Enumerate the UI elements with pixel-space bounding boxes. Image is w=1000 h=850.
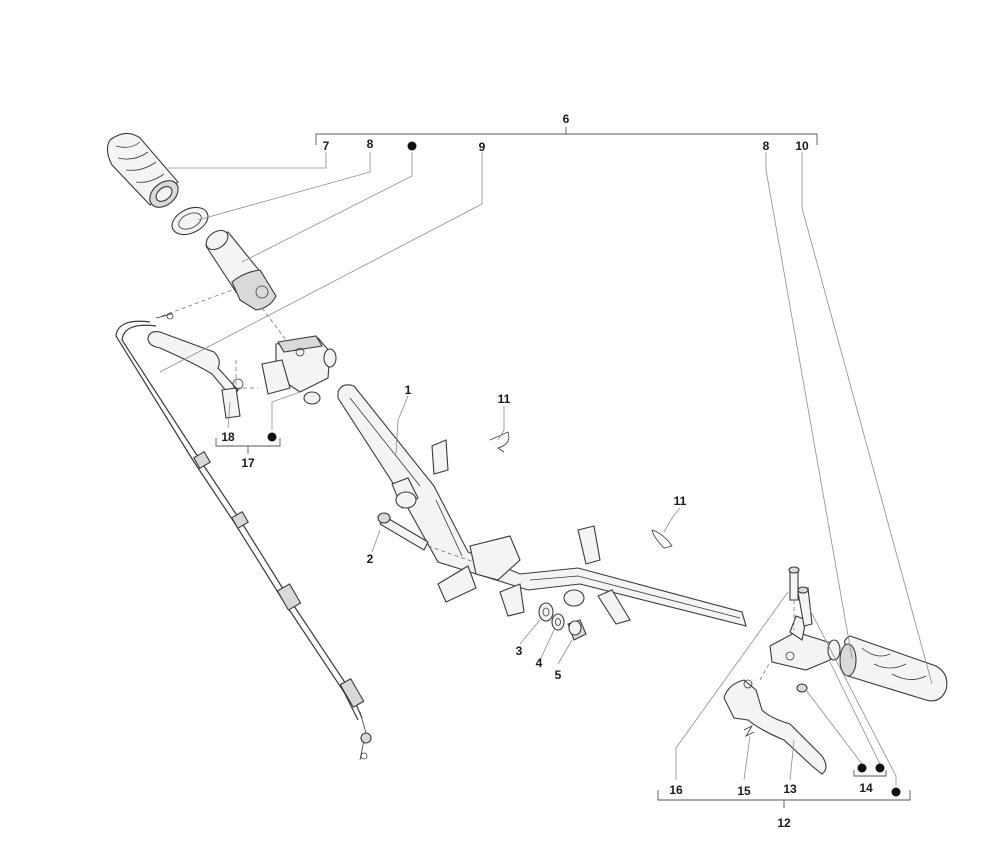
throttle-tube [205,229,277,311]
callout-17: 17 [241,456,255,470]
callout-10: 10 [795,139,809,153]
callout-12: 12 [777,816,791,830]
left-ring [171,206,209,236]
right-lever-bracket [769,615,841,671]
callout-7: 7 [323,139,330,153]
mounting-bolt [377,512,429,551]
left-grip [106,132,179,208]
callout-16: 16 [669,783,683,797]
screw-16 [788,566,800,601]
callout-9: 9 [479,140,486,154]
callout-5: 5 [555,668,562,682]
callout-11-lower: 11 [674,494,687,508]
callout-8-right: 8 [763,139,770,153]
spring-15 [743,725,755,737]
callout-14: 14 [859,781,873,795]
nut-5 [567,619,587,641]
bracket-group-6 [315,127,818,145]
callout-3: 3 [516,644,523,658]
bracket-group-17 [215,438,281,454]
front-brake-lever [147,331,244,419]
bullet-dot [875,763,885,773]
callout-6: 6 [563,112,570,126]
bracket-group-12 [657,790,911,808]
washer-4 [551,613,565,631]
bullet-dot [857,763,867,773]
pivot-pin [797,586,813,627]
right-grip [839,635,948,702]
bullet-dot [407,141,417,151]
callout-13: 13 [783,782,797,796]
front-master-cylinder [261,335,337,405]
washer-3 [538,602,554,622]
clip-11-upper [489,431,510,453]
bullet-dot [891,787,901,797]
callout-15: 15 [737,784,751,798]
callout-4: 4 [536,656,543,670]
leader-lines [159,152,933,786]
clip-11-lower [651,529,673,549]
rear-brake-lever-13 [723,679,827,775]
callout-18: 18 [221,430,235,444]
callout-8-left: 8 [367,137,374,151]
callout-1: 1 [405,383,412,397]
small-nut [796,683,808,693]
callout-2: 2 [367,552,374,566]
bullet-dot [267,432,277,442]
callout-11-upper: 11 [498,392,511,406]
handlebar [337,384,747,627]
bracket-group-14 [853,770,887,777]
control-cable [115,312,372,761]
